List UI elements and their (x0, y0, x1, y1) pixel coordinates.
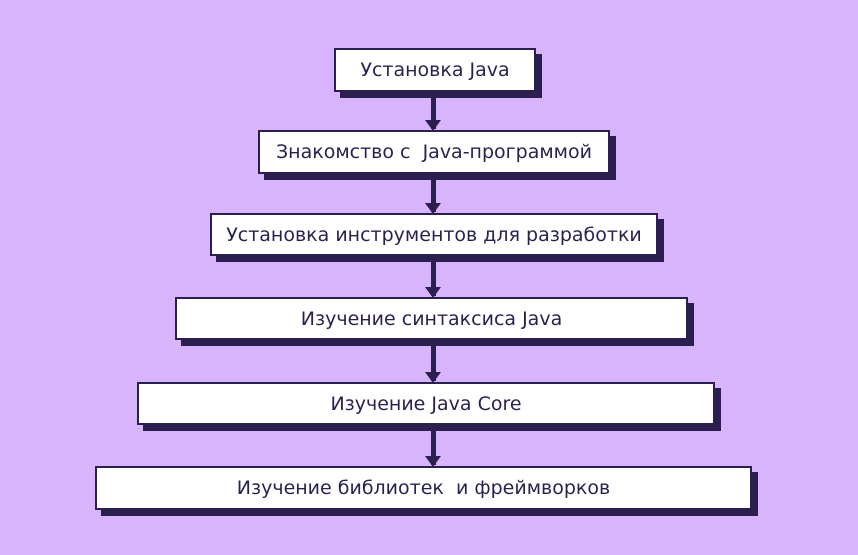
arrow-5-6 (425, 431, 441, 467)
step-6-box: Изучение библиотек и фреймворков (95, 466, 752, 510)
step-2-box: Знакомство с Java-программой (258, 130, 610, 174)
arrow-3-4 (425, 262, 441, 298)
step-5-box: Изучение Java Core (137, 382, 715, 425)
step-4-box: Изучение синтаксиса Java (175, 297, 688, 340)
step-1-box: Установка Java (334, 48, 536, 92)
arrow-2-3 (425, 180, 441, 214)
step-3-box: Установка инструментов для разработки (210, 213, 658, 256)
arrow-4-5 (425, 346, 441, 383)
arrow-1-2 (425, 98, 441, 131)
